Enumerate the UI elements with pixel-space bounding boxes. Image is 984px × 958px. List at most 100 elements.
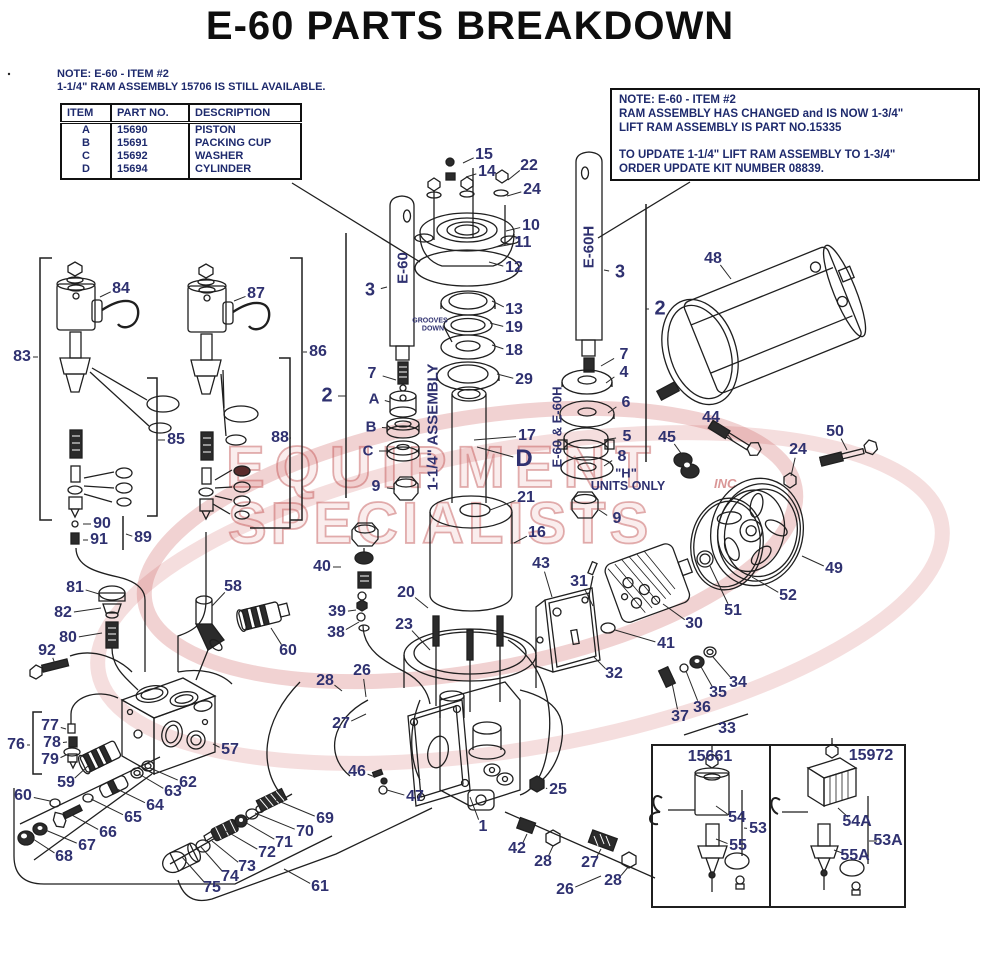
- leader-line: [380, 286, 388, 290]
- coupler-60-top: [236, 601, 291, 632]
- leader-line: [584, 588, 594, 607]
- leader-line: [345, 621, 360, 630]
- table-cell: 15694: [110, 163, 190, 180]
- table-cell: B: [60, 137, 112, 150]
- leader-line: [384, 399, 391, 403]
- leader-line: [29, 836, 55, 854]
- table-cell: A: [60, 122, 112, 137]
- leader-line: [225, 830, 258, 850]
- leader-line: [116, 788, 146, 804]
- cover-assembly: [414, 157, 520, 287]
- col-partno: PART NO.: [110, 103, 190, 124]
- bracket-parts-76: [63, 693, 119, 770]
- base-unit: [266, 639, 564, 811]
- leader-line: [242, 820, 275, 840]
- table-cell: PISTON: [188, 122, 302, 137]
- leader-line: [73, 607, 102, 613]
- leader-line: [90, 798, 124, 816]
- watermark-word-specialists: SPECIALISTS: [227, 490, 653, 557]
- leader-line: [334, 684, 343, 692]
- leader-line: [600, 358, 615, 367]
- note-right-box: NOTE: E-60 - ITEM #2 RAM ASSEMBLY HAS CH…: [610, 88, 980, 181]
- leader-line: [712, 656, 731, 678]
- leader-line: [386, 789, 405, 796]
- leader-line: [411, 630, 431, 651]
- table-cell: C: [60, 150, 112, 163]
- note-right-line: TO UPDATE 1-1/4" LIFT RAM ASSEMBLY TO 1-…: [619, 149, 896, 161]
- page-title: E-60 PARTS BREAKDOWN: [205, 4, 735, 48]
- leader-line: [212, 743, 220, 748]
- leader-line: [52, 657, 56, 665]
- leader-line: [603, 269, 610, 272]
- leader-line: [603, 460, 613, 467]
- electric-motor: [655, 244, 867, 406]
- lift-ram-rod-e60h: [557, 151, 615, 519]
- leader-line: [593, 656, 606, 670]
- leader-line: [386, 487, 396, 490]
- leader-line: [715, 805, 728, 815]
- bolt-92: [29, 652, 133, 680]
- hydraulic-pump: [600, 543, 694, 634]
- leader-line: [363, 678, 367, 698]
- box-15661-art: [649, 746, 750, 892]
- leader-line: [496, 373, 514, 379]
- leader-line: [211, 592, 226, 607]
- leader-line: [709, 565, 729, 605]
- elbow-58: [194, 595, 225, 681]
- leader-line: [790, 457, 796, 477]
- leader-line: [181, 856, 205, 883]
- watermark-inc: INC: [714, 476, 737, 491]
- leader-line: [673, 443, 684, 457]
- leader-line: [382, 375, 397, 381]
- table-cell: CYLINDER: [188, 163, 302, 180]
- leader-line: [489, 322, 504, 327]
- leader-line: [620, 865, 630, 876]
- leader-line: [60, 754, 67, 759]
- leader-line: [505, 227, 521, 232]
- leader-line: [718, 423, 734, 442]
- box-15972-art: [770, 738, 869, 896]
- leader-line: [522, 833, 528, 843]
- leader-line: [596, 848, 602, 857]
- leader-line: [491, 300, 505, 308]
- table-cell: 15690: [110, 122, 190, 137]
- leader-line: [60, 726, 67, 730]
- leader-line: [42, 828, 77, 844]
- leader-line: [99, 291, 111, 298]
- table-cell: WASHER: [188, 150, 302, 163]
- mounting-plate: [535, 560, 601, 673]
- leader-line: [833, 849, 845, 855]
- leader-line: [469, 796, 480, 820]
- leader-line: [605, 376, 615, 384]
- leader-line: [138, 773, 164, 789]
- leader-line: [414, 597, 429, 609]
- leader-line: [488, 261, 504, 267]
- leader-line: [801, 555, 825, 567]
- coupler-59: [77, 740, 122, 775]
- leader-line: [270, 627, 282, 645]
- stray-dot: [7, 72, 11, 76]
- leader-line: [381, 426, 389, 429]
- leader-line: [465, 173, 477, 178]
- leader-line: [506, 191, 522, 197]
- cylinder-and-can: [429, 386, 513, 612]
- note-right-line: LIFT RAM ASSEMBLY IS PART NO.15335: [619, 122, 842, 134]
- leader-line: [74, 765, 89, 779]
- lift-ram-rod-e60: [389, 195, 415, 392]
- leader-line: [513, 535, 528, 544]
- cartridge-parts-row-1: [17, 756, 161, 861]
- piston-packing-stack: [386, 390, 420, 501]
- note-right-line: ORDER UPDATE KIT NUMBER 08839.: [619, 163, 824, 175]
- leader-line: [662, 603, 686, 621]
- leader-line: [575, 875, 602, 888]
- leader-line: [715, 838, 728, 845]
- leader-line: [78, 632, 103, 638]
- leader-line: [473, 436, 517, 441]
- pulley-group: [690, 477, 805, 591]
- leader-line: [149, 767, 178, 781]
- leader-line: [462, 157, 474, 164]
- fitting-40-group: [351, 522, 379, 632]
- leader-line: [233, 295, 246, 302]
